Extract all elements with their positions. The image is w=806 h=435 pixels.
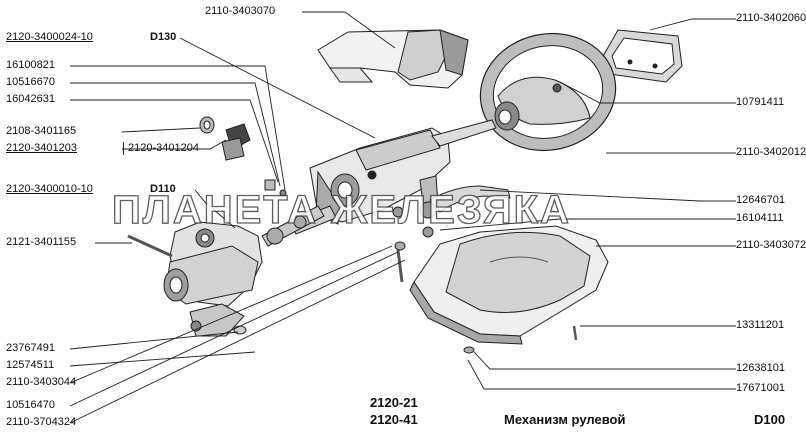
watermark: ПЛАНЕТА ЖЕЛЕЗЯКА — [111, 187, 571, 232]
label-d110: D110 — [150, 183, 176, 195]
label-2110-3402012: 2110-3402012 — [736, 146, 806, 158]
steering-gear-box — [163, 221, 263, 337]
steering-wheel — [479, 32, 617, 152]
label-2120-3401203: 2120-3401203 — [6, 142, 77, 154]
label-10791411: 10791411 — [736, 96, 785, 108]
leader-lines — [69, 11, 736, 424]
intermediate-shaft — [261, 205, 325, 247]
footer-title: Механизм рулевой — [504, 412, 626, 427]
footer-model-2: 2120-41 — [370, 412, 418, 427]
label-2110-3403072: 2110-3403072 — [736, 239, 806, 251]
label-17671001: 17671001 — [736, 382, 785, 394]
label-10516470: 10516470 — [6, 399, 55, 411]
label-2120-3400010-10: 2120-3400010-10 — [6, 183, 93, 195]
label-2110-3403044: 2110-3403044 — [6, 376, 77, 388]
label-16042631: 16042631 — [6, 93, 55, 105]
adjust-lever — [392, 185, 511, 238]
label-2110-3402060: 2110-3402060 — [736, 12, 806, 24]
label-12638101: 12638101 — [736, 362, 785, 374]
label-d130: D130 — [150, 31, 177, 43]
label-2120-3401204: 2120-3401204 — [123, 142, 199, 155]
label-2121-3401155: 2121-3401155 — [6, 236, 77, 248]
horn-pad — [601, 29, 683, 83]
label-13311201: 13311201 — [736, 319, 785, 331]
footer-diagram-code: D100 — [754, 412, 786, 427]
footer-model-1: 2120-21 — [370, 395, 418, 410]
upper-shroud — [317, 29, 469, 89]
label-2120-3400024-10: 2120-3400024-10 — [6, 31, 93, 43]
label-10516670: 10516670 — [6, 76, 55, 88]
label-12574511: 12574511 — [6, 359, 55, 371]
label-2110-3704324: 2110-3704324 — [6, 416, 77, 428]
small-parts — [127, 116, 578, 354]
label-16100821: 16100821 — [6, 59, 55, 71]
label-23767491: 23767491 — [6, 342, 55, 354]
label-12646701: 12646701 — [736, 194, 785, 206]
label-2108-3401165: 2108-3401165 — [6, 125, 77, 137]
lower-shroud — [409, 225, 609, 345]
label-16104111: 16104111 — [736, 212, 784, 224]
label-2110-3403070: 2110-3403070 — [205, 5, 276, 17]
